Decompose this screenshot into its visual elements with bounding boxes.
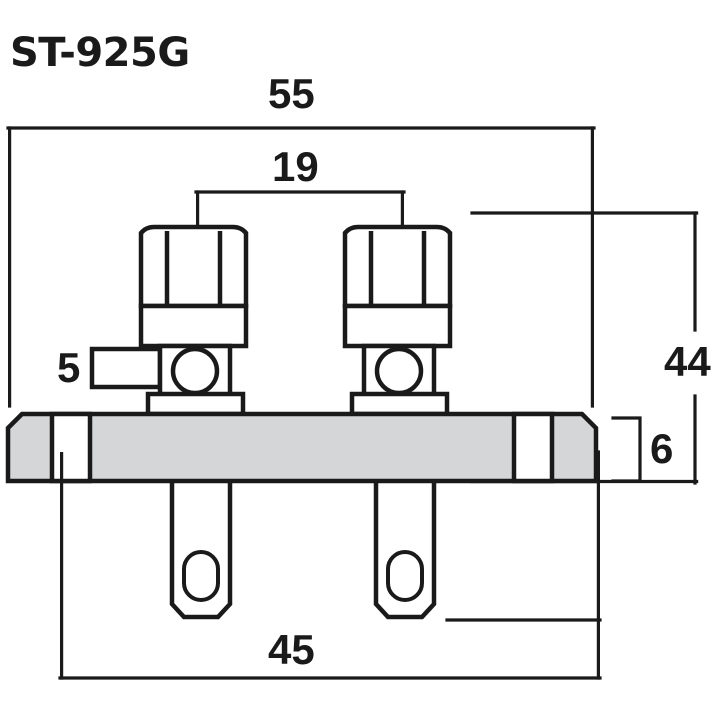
valve-collar-left	[138, 303, 249, 349]
dimension-label-overall-width: 55	[268, 70, 315, 117]
valve-port-left	[170, 346, 220, 396]
dimension-label-valve-spacing: 19	[272, 143, 319, 190]
dimension-label-bar-thickness: 6	[650, 425, 674, 472]
hex-cap-left	[138, 224, 249, 309]
valve-assembly-left	[138, 224, 249, 417]
page-title: ST-925G	[10, 30, 190, 76]
valve-assembly-right	[342, 224, 453, 417]
valve-collar-right	[342, 303, 453, 349]
valve-flange-left	[145, 391, 246, 417]
bar-slot-right	[511, 411, 555, 484]
dim-55-line	[6, 126, 596, 408]
mounting-bar-body	[5, 411, 599, 484]
hex-cap-right	[342, 224, 453, 309]
dimension-label-tab-spacing: 45	[268, 626, 315, 673]
left-nozzle	[89, 346, 163, 390]
mounting-tabs	[169, 475, 437, 620]
dim-6-bracket	[611, 416, 642, 483]
dim-45-line	[58, 450, 602, 680]
dimension-label-nozzle-length: 5	[57, 344, 81, 391]
dimension-label-overall-height: 44	[664, 338, 711, 385]
mounting-bar	[5, 411, 601, 484]
valve-flange-right	[349, 391, 450, 417]
tab-slot-left	[182, 550, 220, 602]
tab-slot-right	[386, 550, 424, 602]
dim-19-line	[194, 190, 406, 228]
bar-slot-left	[49, 411, 93, 484]
valve-port-right	[374, 346, 424, 396]
